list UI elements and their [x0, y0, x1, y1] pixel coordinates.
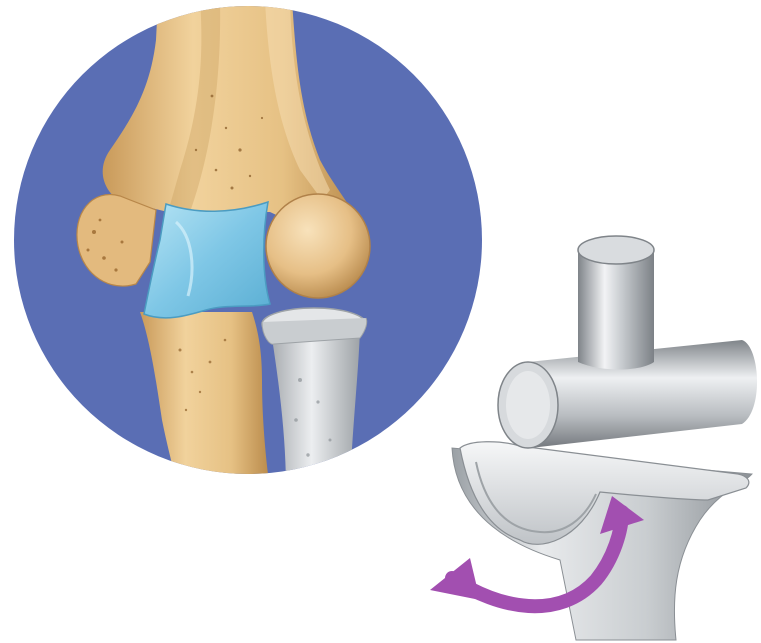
- hinge-post: [578, 236, 654, 370]
- capitulum: [266, 194, 370, 298]
- articular-cartilage: [144, 202, 270, 318]
- hinge-joint-model: [430, 236, 757, 640]
- elbow-anatomy-panel: [14, 0, 482, 490]
- ulna-bone: [140, 312, 270, 490]
